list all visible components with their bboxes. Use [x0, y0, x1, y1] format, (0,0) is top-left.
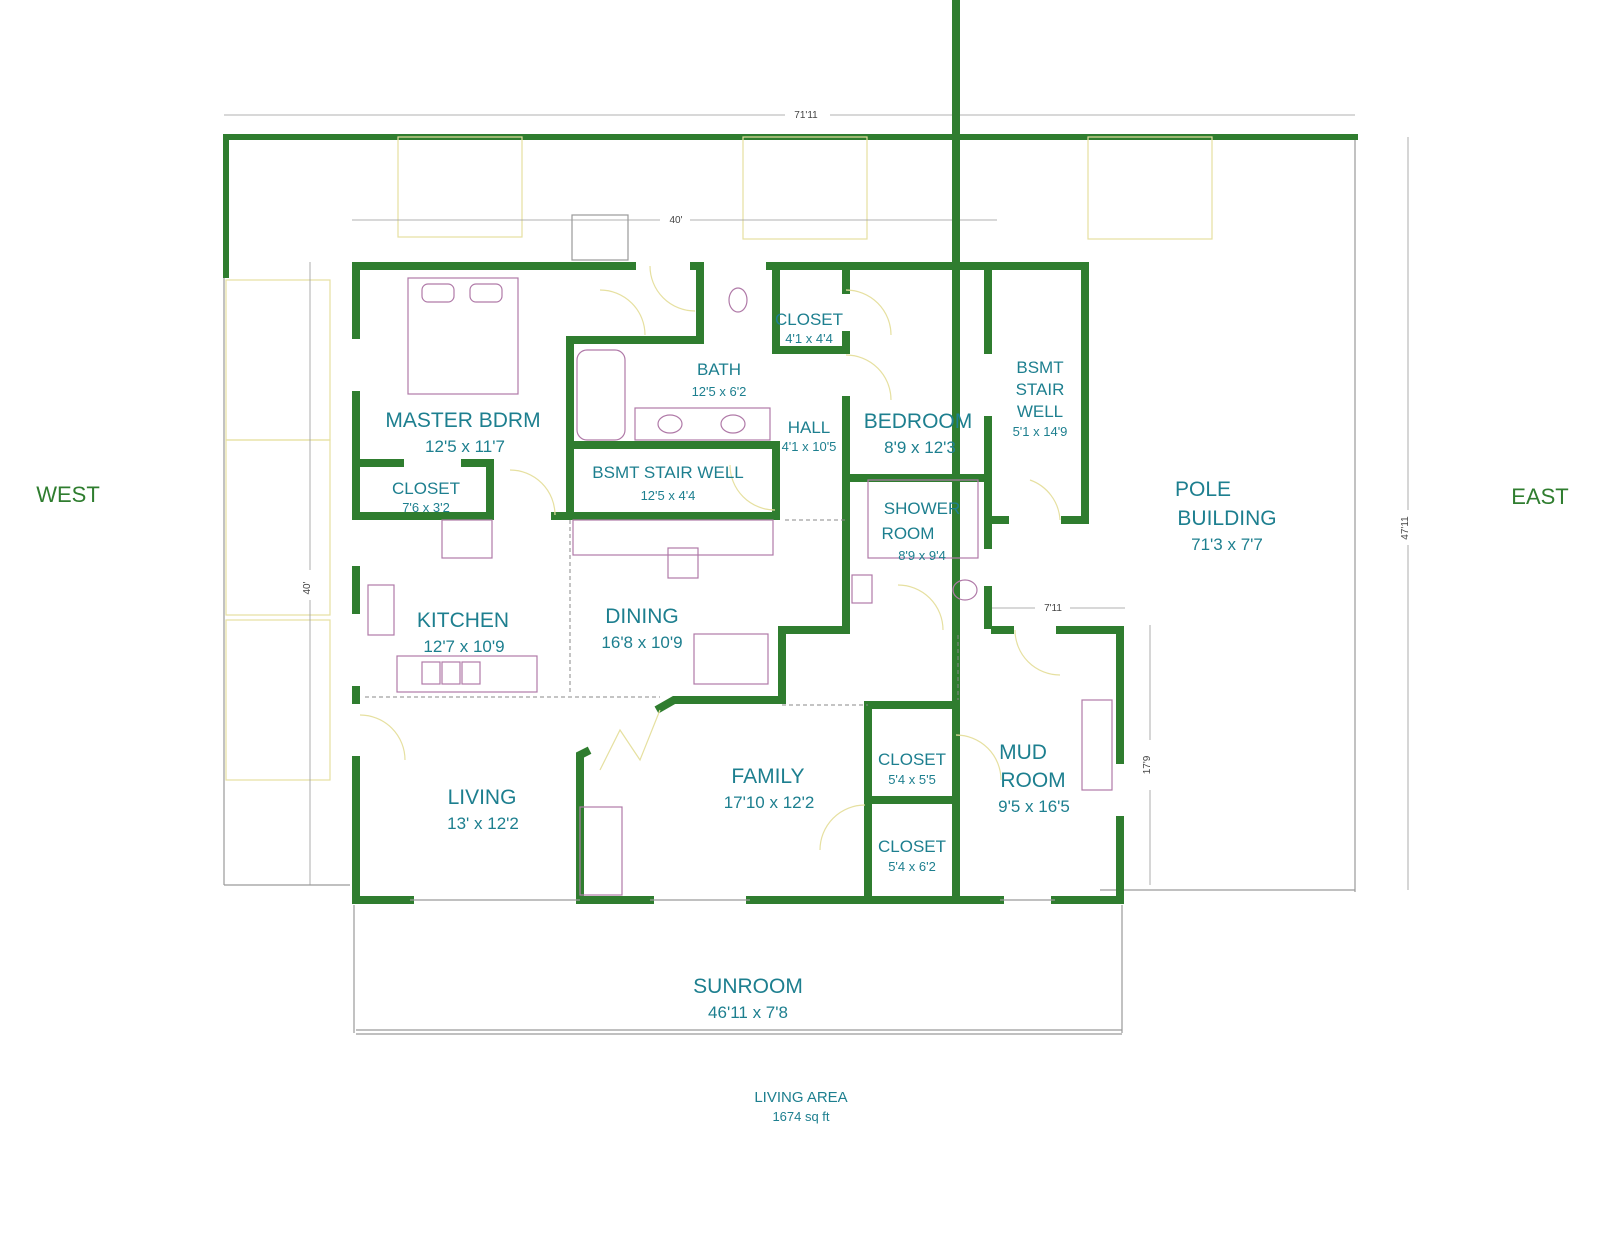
room-size: 17'10 x 12'2 [724, 793, 815, 812]
dim-mud-offset: 7'11 [1044, 603, 1062, 614]
living-area-value: 1674 sq ft [772, 1109, 829, 1124]
west-label: WEST [36, 482, 100, 507]
room-name: CLOSET [878, 837, 946, 856]
room-master-closet: CLOSET 7'6 x 3'2 [392, 479, 460, 515]
sink-icon [720, 414, 746, 434]
room-name: MUD [999, 741, 1047, 764]
room-name: SHOWER [884, 499, 961, 518]
bed-icon [407, 277, 519, 395]
room-name: ROOM [882, 524, 935, 543]
room-name: CLOSET [878, 750, 946, 769]
room-sunroom: SUNROOM 46'11 x 7'8 [693, 975, 803, 1022]
room-size: 71'3 x 7'7 [1191, 535, 1263, 554]
room-name: POLE [1175, 478, 1231, 501]
room-size: 8'9 x 12'3 [884, 438, 956, 457]
room-size: 12'7 x 10'9 [423, 637, 504, 656]
room-size: 9'5 x 16'5 [998, 797, 1070, 816]
living-area-label: LIVING AREA [754, 1089, 847, 1106]
room-name: MASTER BDRM [385, 409, 540, 432]
room-closet-lower: CLOSET 5'4 x 6'2 [878, 837, 946, 874]
room-family: FAMILY 17'10 x 12'2 [724, 765, 815, 812]
open-plan-divisions [365, 519, 959, 706]
room-size: 12'5 x 4'4 [641, 488, 696, 503]
laundry-icon [1081, 699, 1113, 791]
dimension-lines: 71'11 40' 40' 47'11 7'11 17'9 [224, 110, 1411, 890]
dining-table-icon [693, 633, 769, 685]
room-size: 46'11 x 7'8 [708, 1003, 788, 1022]
room-bsmt-stair-well: BSMT STAIR WELL 12'5 x 4'4 [592, 463, 743, 503]
sink-icon [851, 574, 873, 604]
room-size: 4'1 x 4'4 [785, 331, 833, 346]
dim-overall-depth: 47'11 [1400, 516, 1411, 540]
room-name: LIVING [448, 786, 517, 809]
room-name: BSMT STAIR WELL [592, 463, 743, 482]
room-name: CLOSET [392, 479, 460, 498]
room-name: ROOM [1000, 769, 1065, 792]
room-size: 12'5 x 11'7 [425, 437, 505, 456]
chair-icon [667, 547, 699, 579]
room-dining: DINING 16'8 x 10'9 [601, 605, 682, 652]
room-mud-room: MUD ROOM 9'5 x 16'5 [998, 741, 1070, 816]
room-name: HALL [788, 418, 831, 437]
room-name: BUILDING [1177, 507, 1276, 530]
room-name: DINING [605, 605, 679, 628]
room-name: STAIR [1016, 380, 1065, 399]
room-size: 8'9 x 9'4 [898, 548, 946, 563]
room-name: KITCHEN [417, 609, 509, 632]
room-size: 13' x 12'2 [447, 814, 519, 833]
room-hall: HALL 4'1 x 10'5 [782, 418, 837, 454]
room-name: BSMT [1016, 358, 1063, 377]
room-hall-closet: CLOSET 4'1 x 4'4 [775, 310, 843, 346]
sunroom-outline [353, 905, 1123, 1035]
walls [352, 0, 1124, 904]
bathtub-icon [576, 349, 626, 441]
room-size: 16'8 x 10'9 [601, 633, 682, 652]
room-size: 5'1 x 14'9 [1013, 424, 1068, 439]
room-size: 4'1 x 10'5 [782, 439, 837, 454]
room-living: LIVING 13' x 12'2 [447, 786, 519, 833]
dim-house-width: 40' [669, 215, 682, 226]
room-shower-room: SHOWER ROOM 8'9 x 9'4 [882, 499, 961, 563]
sink-icon [657, 414, 683, 434]
dim-house-depth: 40' [302, 581, 313, 594]
room-pole-building: POLE BUILDING 71'3 x 7'7 [1175, 478, 1277, 554]
room-name: CLOSET [775, 310, 843, 329]
shower-icon [867, 479, 979, 559]
room-name: BATH [697, 360, 741, 379]
room-size: 7'6 x 3'2 [402, 500, 450, 515]
room-name: SUNROOM [693, 975, 803, 998]
room-bedroom: BEDROOM 8'9 x 12'3 [864, 410, 973, 457]
dim-mud-depth: 17'9 [1142, 755, 1153, 774]
fireplace-icon [579, 806, 623, 896]
room-bsmt-stair-well-2: BSMT STAIR WELL 5'1 x 14'9 [1013, 358, 1068, 439]
room-name: FAMILY [731, 765, 804, 788]
east-label: EAST [1511, 484, 1568, 509]
room-bath: BATH 12'5 x 6'2 [692, 360, 747, 399]
room-size: 5'4 x 6'2 [888, 859, 936, 874]
room-closet-upper: CLOSET 5'4 x 5'5 [878, 750, 946, 787]
room-size: 5'4 x 5'5 [888, 772, 936, 787]
room-name: WELL [1017, 402, 1063, 421]
dim-overall-width: 71'11 [794, 110, 818, 121]
room-master-bdrm: MASTER BDRM 12'5 x 11'7 [385, 409, 540, 456]
room-name: BEDROOM [864, 410, 973, 433]
living-area-summary: LIVING AREA 1674 sq ft [754, 1089, 847, 1124]
room-kitchen: KITCHEN 12'7 x 10'9 [417, 609, 509, 656]
room-size: 12'5 x 6'2 [692, 384, 747, 399]
pole-building-outline [223, 134, 1358, 892]
kitchen-counter-icon [396, 655, 538, 693]
toilet-icon [952, 579, 978, 601]
stove-icon [367, 584, 395, 636]
toilet-icon [728, 287, 748, 313]
fixtures [359, 265, 1113, 896]
